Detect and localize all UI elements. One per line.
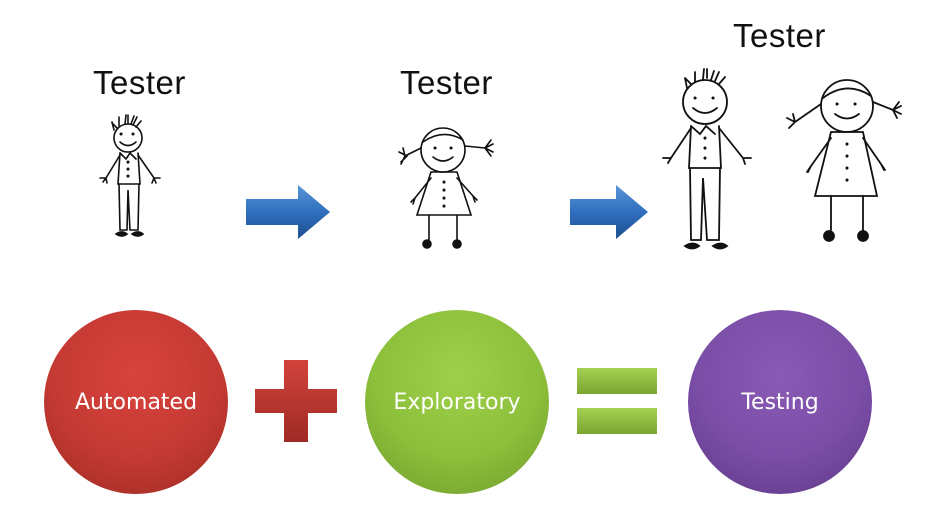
automated-circle: Automated bbox=[44, 310, 228, 494]
exploratory-label: Exploratory bbox=[393, 389, 521, 415]
arrow-right-icon bbox=[570, 185, 648, 239]
exploratory-circle: Exploratory bbox=[365, 310, 549, 494]
stage1-label: Tester bbox=[93, 64, 186, 101]
testing-circle: Testing bbox=[688, 310, 872, 494]
testing-label: Testing bbox=[741, 389, 819, 415]
arrow-right-icon bbox=[246, 185, 330, 239]
plus-icon bbox=[255, 360, 337, 442]
automated-label: Automated bbox=[74, 389, 198, 415]
boy-tester-figure bbox=[99, 114, 161, 237]
stage2-label: Tester bbox=[400, 64, 493, 101]
girl-tester-figure bbox=[398, 127, 494, 249]
equals-icon bbox=[577, 368, 657, 434]
boy-and-girl-tester-figure bbox=[662, 68, 902, 250]
stage3-label: Tester bbox=[733, 17, 826, 54]
